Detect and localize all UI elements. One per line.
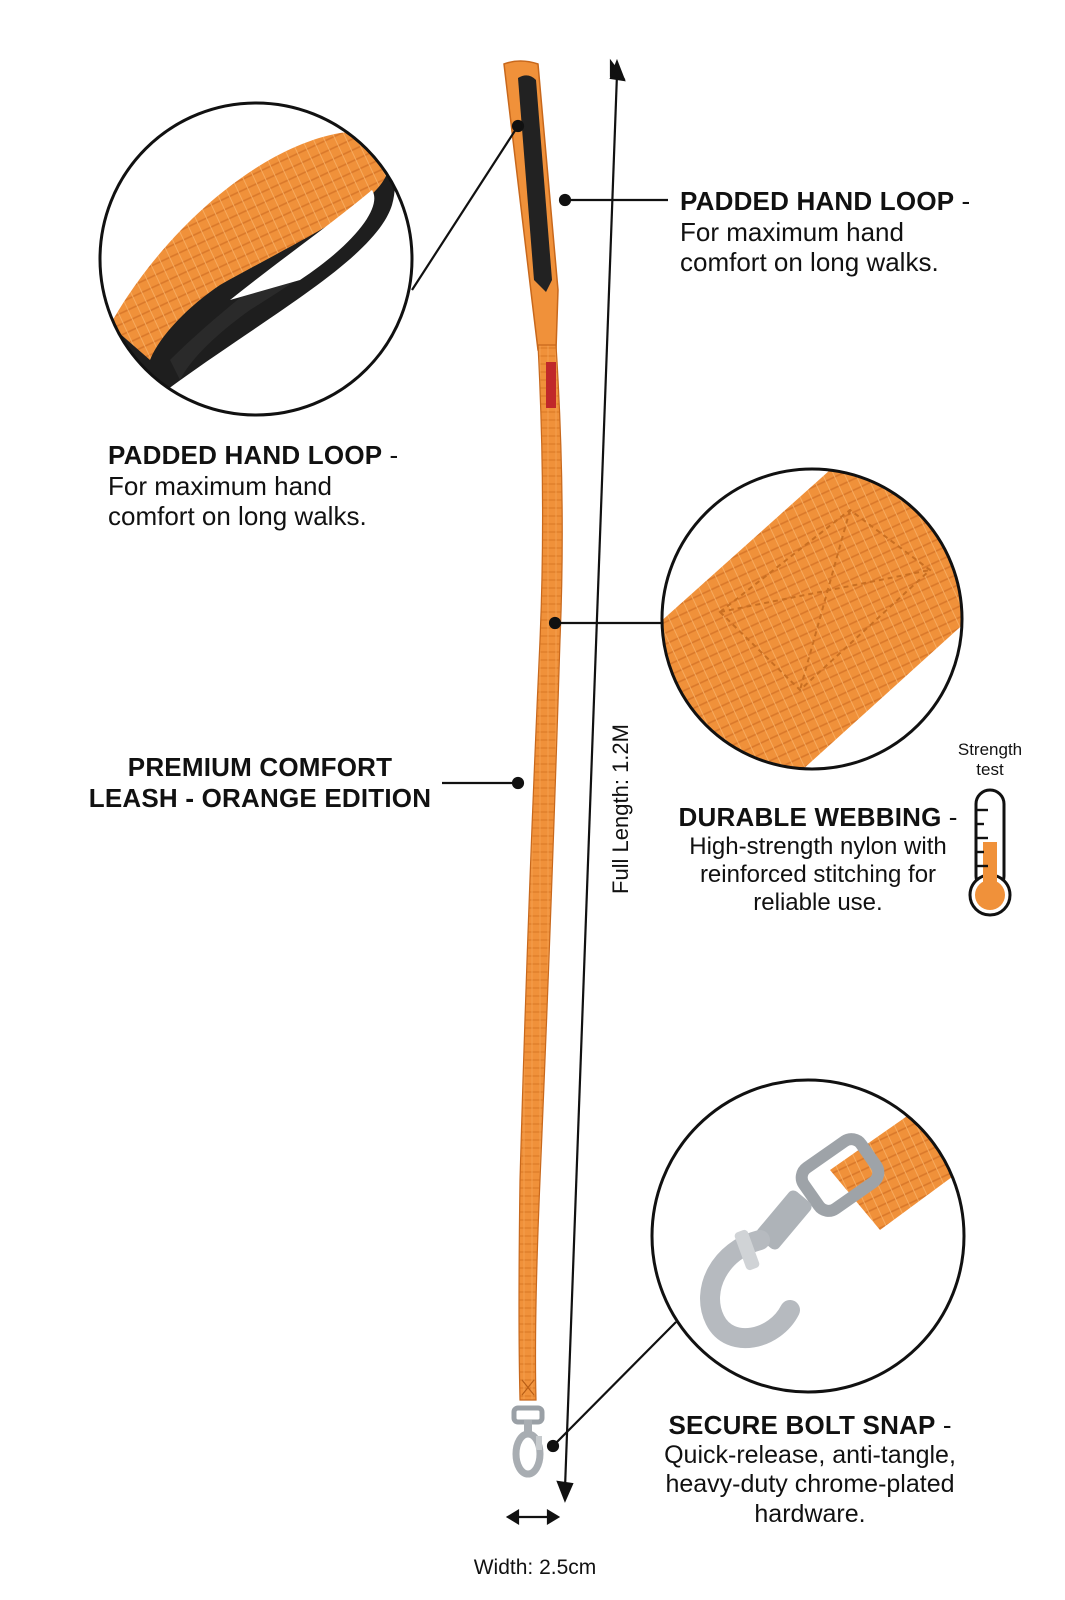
callout-dash: - [935, 1410, 952, 1440]
zoom-circle-hand-loop [98, 101, 414, 417]
width-dimension-arrow [505, 1509, 561, 1525]
full-length-label: Full Length: 1.2M [608, 724, 633, 894]
callout-dash: - [941, 802, 958, 832]
callout-dash: - [382, 440, 399, 470]
leader-lines [411, 119, 677, 1453]
callout-dash: - [954, 186, 971, 216]
callout-text: reinforced stitching for [699, 860, 937, 888]
callout-text: heavy-duty chrome-plated [665, 1470, 955, 1499]
leash-illustration [503, 60, 563, 1478]
strength-test-label: Strength test [940, 740, 1040, 779]
callout-hand-loop-right: PADDED HAND LOOP - For maximum hand comf… [680, 186, 970, 278]
zoom-circle-bolt-snap [650, 1078, 966, 1394]
callout-text: For maximum hand [680, 216, 904, 247]
leash-snap-hook [511, 1405, 545, 1478]
callout-text: hardware. [754, 1499, 866, 1528]
callout-durable-webbing: DURABLE WEBBING - High-strength nylon wi… [672, 802, 964, 918]
callout-text: For maximum hand [108, 470, 332, 501]
callout-heading: PADDED HAND LOOP [680, 186, 955, 216]
product-title: PREMIUM COMFORT LEASH - ORANGE EDITION [70, 752, 450, 813]
callout-heading: SECURE BOLT SNAP [668, 1410, 936, 1440]
strength-label-line: test [976, 759, 1004, 779]
callout-text: comfort on long walks. [108, 501, 367, 532]
callout-secure-bolt-snap: SECURE BOLT SNAP - Quick-release, anti-t… [648, 1410, 972, 1529]
product-title-line: LEASH - ORANGE EDITION [88, 782, 432, 813]
width-label: Width: 2.5cm [473, 1556, 597, 1579]
callout-hand-loop-left: PADDED HAND LOOP - For maximum hand comf… [108, 440, 398, 532]
length-dimension-arrow [556, 58, 626, 1503]
callout-text: reliable use. [753, 889, 883, 917]
callout-heading: PADDED HAND LOOP [108, 440, 383, 470]
callout-text: High-strength nylon with [689, 832, 947, 860]
callout-heading: DURABLE WEBBING [678, 802, 942, 832]
hand-loop-padding [518, 75, 552, 292]
brand-tag [546, 362, 556, 408]
leash-strap [518, 344, 563, 1401]
zoom-circle-webbing [660, 467, 964, 771]
strength-label-line: Strength [957, 740, 1023, 759]
callout-text: comfort on long walks. [680, 247, 939, 278]
product-title-line: PREMIUM COMFORT [127, 752, 393, 782]
callout-text: Quick-release, anti-tangle, [664, 1440, 956, 1469]
thermometer-icon [968, 788, 1012, 917]
